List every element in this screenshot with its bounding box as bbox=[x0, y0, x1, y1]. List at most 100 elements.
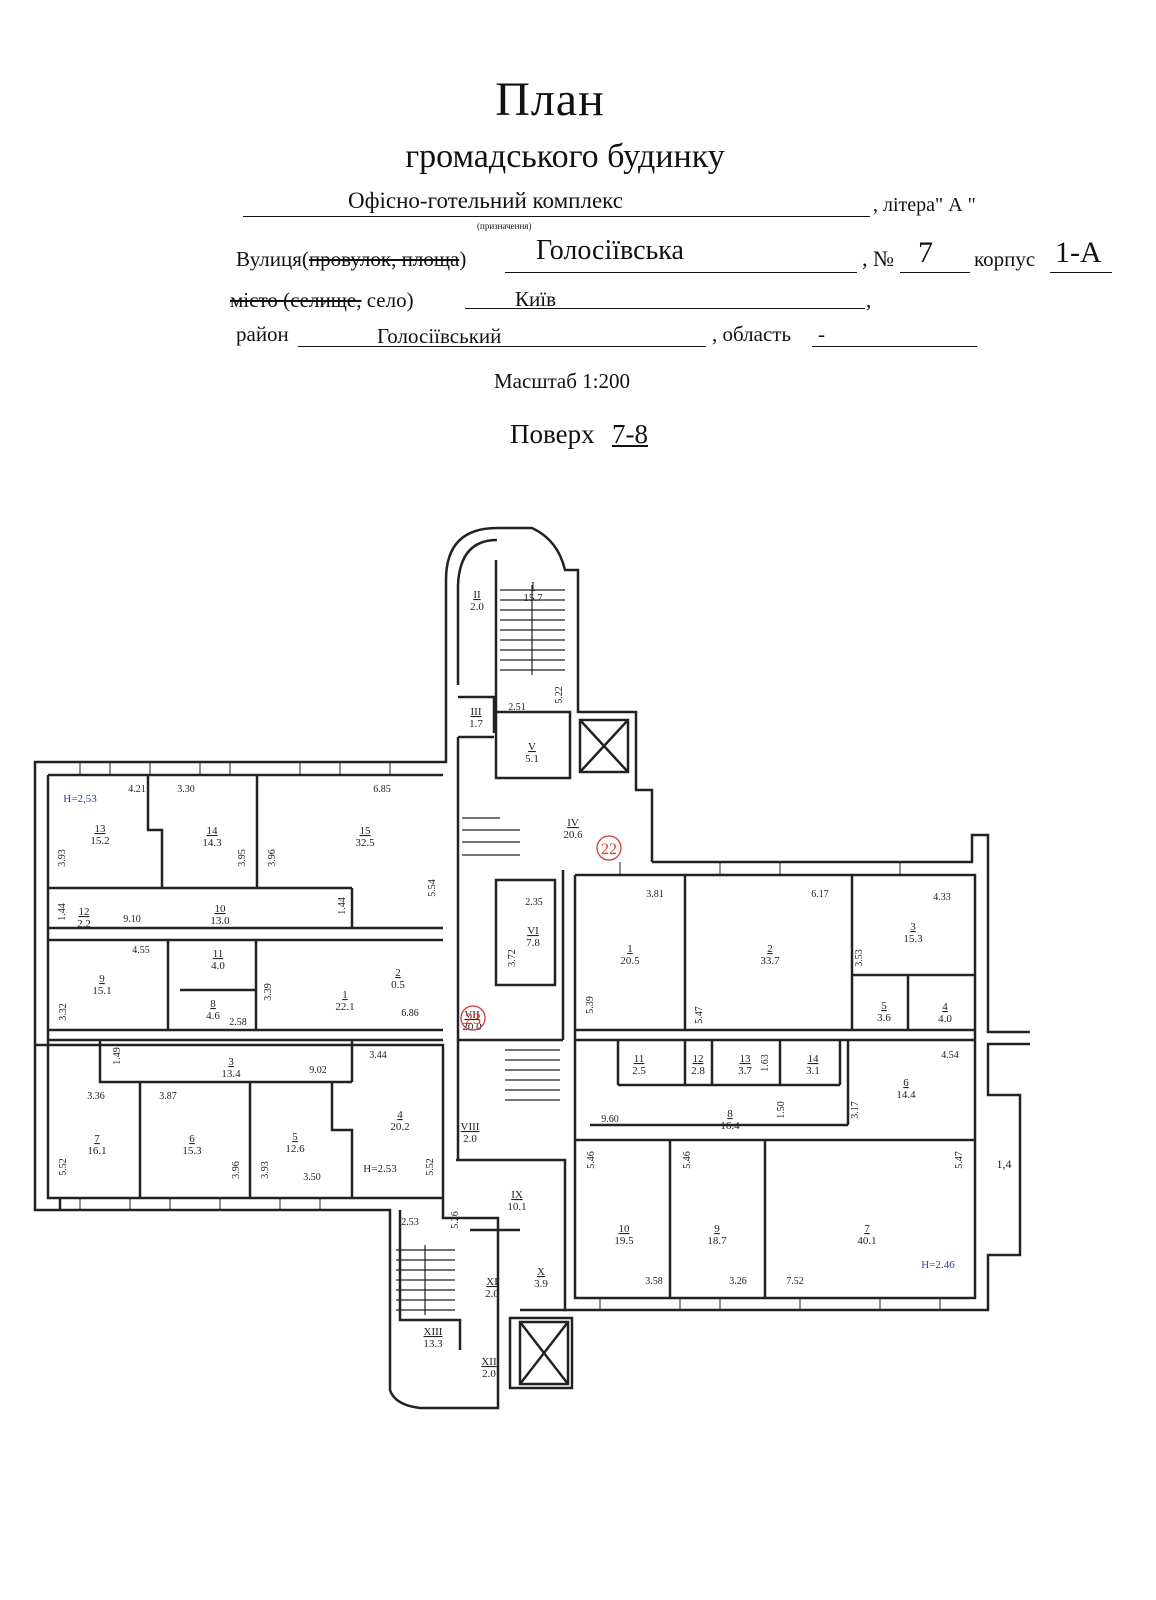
room-area: 15.2 bbox=[90, 835, 109, 847]
room-number: 6 bbox=[189, 1133, 195, 1145]
room-number: IV bbox=[567, 817, 579, 829]
stair-treads bbox=[396, 585, 565, 1315]
dimension-label: 5.26 bbox=[450, 1211, 461, 1229]
room-number: III bbox=[471, 706, 482, 718]
room-label: 122.8 bbox=[691, 1053, 705, 1077]
room-number: 14 bbox=[207, 825, 219, 837]
room-area: 4.0 bbox=[211, 960, 225, 972]
room-area: 16.1 bbox=[87, 1145, 106, 1157]
dimension-label: 3.53 bbox=[854, 949, 865, 967]
district-label: район bbox=[236, 322, 289, 346]
floor-label: Поверх bbox=[510, 419, 595, 449]
room-number: II bbox=[473, 589, 481, 601]
dimension-label: 5.46 bbox=[682, 1151, 693, 1169]
room-area: 12.6 bbox=[285, 1143, 305, 1155]
room-label: 112.5 bbox=[632, 1053, 646, 1077]
room-label: 512.6 bbox=[285, 1131, 305, 1155]
room-area: 20.0 bbox=[462, 1021, 482, 1033]
dimension-label: 5.52 bbox=[58, 1158, 69, 1176]
room-area: 20.5 bbox=[620, 955, 640, 967]
room-area: 2.0 bbox=[463, 1133, 477, 1145]
room-area: 3.9 bbox=[534, 1278, 548, 1290]
room-label: 53.6 bbox=[877, 1000, 891, 1024]
floor-value: 7-8 bbox=[612, 419, 648, 449]
ceiling-height-label: Н=2.46 bbox=[921, 1259, 955, 1271]
room-number: 4 bbox=[397, 1109, 403, 1121]
dimension-label: 4.55 bbox=[132, 945, 150, 956]
dimension-label: 1.49 bbox=[112, 1047, 123, 1065]
purpose-caption: (призначення) bbox=[477, 221, 532, 231]
dimension-label: 4.21 bbox=[128, 784, 146, 795]
entrance-marker-label: 23 bbox=[465, 1011, 481, 1028]
dimension-label: 3.87 bbox=[159, 1091, 177, 1102]
room-label: I15.7 bbox=[523, 580, 543, 604]
north-tower-outline bbox=[444, 526, 654, 862]
room-number: 6 bbox=[903, 1077, 909, 1089]
room-number: 7 bbox=[94, 1133, 100, 1145]
street-value: Голосіївська bbox=[536, 235, 684, 266]
city-value: Київ bbox=[515, 287, 556, 311]
west-windows bbox=[79, 762, 391, 1210]
dimension-label: 3.39 bbox=[263, 983, 274, 1001]
room-label: 133.7 bbox=[738, 1053, 752, 1077]
entrance-marker-circle bbox=[460, 1005, 486, 1031]
room-area: 10.1 bbox=[507, 1201, 526, 1213]
room-label: 915.1 bbox=[92, 973, 111, 997]
room-number: 1 bbox=[342, 989, 348, 1001]
street-label: Вулиця(провулок, площа) bbox=[236, 247, 467, 271]
room-area: 4.0 bbox=[938, 1013, 952, 1025]
room-label: 233.7 bbox=[760, 943, 780, 967]
entrance-marker-label: 22 bbox=[601, 841, 617, 858]
room-number: VII bbox=[464, 1009, 480, 1021]
room-area: 3.1 bbox=[806, 1065, 820, 1077]
room-label: 918.7 bbox=[707, 1223, 727, 1247]
room-number: VIII bbox=[461, 1121, 480, 1133]
room-area: 14.3 bbox=[202, 837, 222, 849]
window-marks bbox=[79, 762, 941, 1310]
dimension-label: 3.93 bbox=[260, 1161, 271, 1179]
dimension-label: 5.22 bbox=[554, 686, 565, 704]
room-number: XIII bbox=[424, 1326, 443, 1338]
east-wing-outline bbox=[563, 833, 1030, 1312]
room-label: 44.0 bbox=[938, 1001, 952, 1025]
room-label: 816.4 bbox=[720, 1108, 740, 1132]
room-number: I bbox=[531, 580, 535, 592]
east-windows bbox=[599, 862, 941, 1310]
dimension-label: 3.81 bbox=[646, 889, 664, 900]
room-number: 8 bbox=[727, 1108, 733, 1120]
plan-walls bbox=[33, 526, 1030, 1410]
room-area: 13.0 bbox=[210, 915, 230, 927]
room-number: 12 bbox=[693, 1053, 704, 1065]
room-area: 4.6 bbox=[206, 1010, 220, 1022]
dimension-label: 3.36 bbox=[87, 1091, 105, 1102]
dimension-label: 3.30 bbox=[177, 784, 195, 795]
room-area: 14.4 bbox=[896, 1089, 916, 1101]
room-label: XI2.0 bbox=[485, 1276, 499, 1300]
dimension-label: 3.96 bbox=[231, 1161, 242, 1179]
room-number: 13 bbox=[95, 823, 107, 835]
room-number: 11 bbox=[213, 948, 224, 960]
district-underline bbox=[298, 329, 706, 347]
dimension-label: 3.32 bbox=[58, 1003, 69, 1021]
west-wing-outline bbox=[33, 685, 500, 1410]
room-label: 143.1 bbox=[806, 1053, 820, 1077]
stair-north bbox=[500, 585, 565, 675]
room-area: 3.6 bbox=[877, 1012, 891, 1024]
room-number: V bbox=[528, 741, 536, 753]
scale-label: Масштаб 1:200 bbox=[494, 369, 631, 393]
room-number: X bbox=[537, 1266, 545, 1278]
stair-core bbox=[462, 817, 560, 1101]
room-area: 1.7 bbox=[469, 718, 483, 730]
dimension-label: 3.72 bbox=[507, 949, 518, 967]
room-label: 122.1 bbox=[335, 989, 354, 1013]
korpus-label: корпус bbox=[974, 247, 1036, 271]
room-number: 14 bbox=[808, 1053, 820, 1065]
number-label: , № bbox=[862, 246, 894, 271]
room-area: 2.0 bbox=[482, 1368, 496, 1380]
